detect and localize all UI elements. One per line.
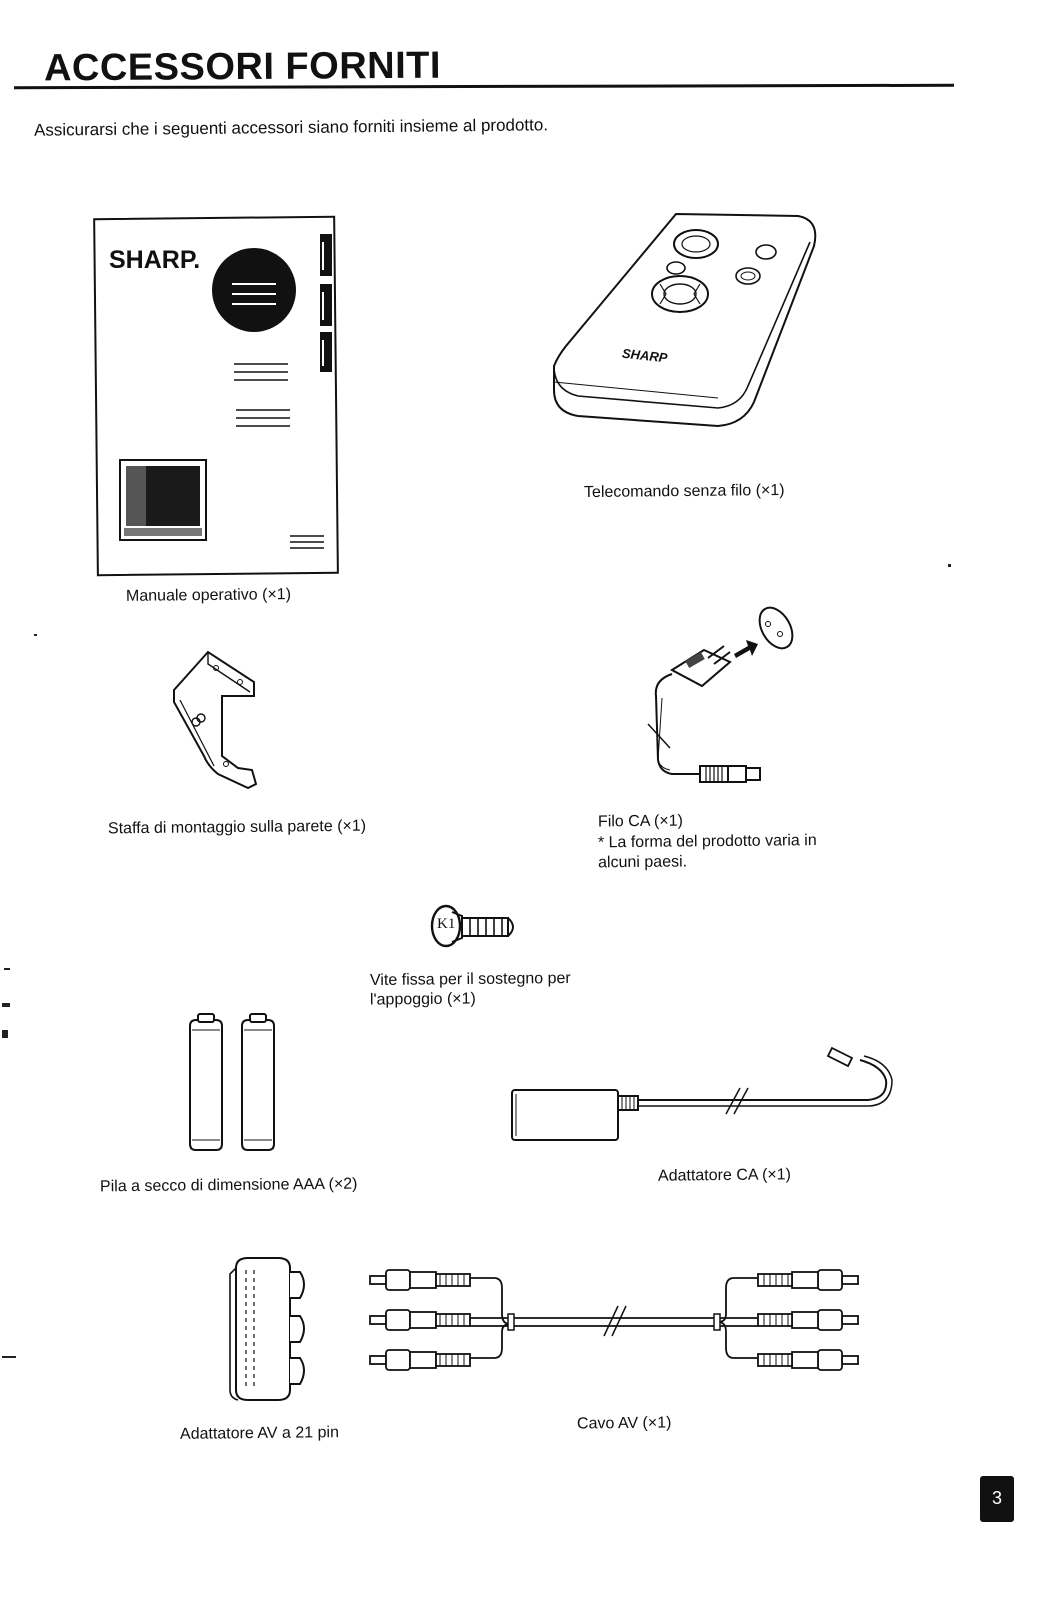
page-number: 3 <box>980 1476 1014 1522</box>
battery-illustration <box>186 1012 282 1154</box>
scan-mark <box>2 1030 8 1038</box>
ac-cord-note: * La forma del prodotto varia in alcuni … <box>597 832 817 872</box>
screw-illustration: K1 <box>428 904 520 950</box>
caption-av21: Adattatore AV a 21 pin <box>179 1424 340 1443</box>
caption-remote: Telecomando senza filo (×1) <box>583 481 785 502</box>
scan-mark <box>2 1003 10 1007</box>
manual-illustration <box>93 214 340 580</box>
scan-mark <box>4 968 10 970</box>
caption-bracket: Staffa di montaggio sulla parete (×1) <box>107 817 367 838</box>
adapter-illustration <box>508 1044 893 1144</box>
intro-text: Assicurarsi che i seguenti accessori sia… <box>33 115 549 140</box>
av-cable-illustration <box>368 1262 862 1380</box>
scan-mark <box>948 564 951 567</box>
caption-manual: Manuale operativo (×1) <box>125 586 292 605</box>
remote-illustration <box>548 206 828 446</box>
caption-adapter: Adattatore CA (×1) <box>657 1166 792 1185</box>
manual-cover-brand: SHARP. <box>109 246 201 274</box>
bracket-illustration <box>168 646 272 796</box>
caption-screw-line2: l'appoggio (×1) <box>369 990 476 1009</box>
scan-mark <box>2 1356 16 1358</box>
caption-av-cable: Cavo AV (×1) <box>576 1414 672 1433</box>
av21-illustration <box>228 1254 312 1404</box>
caption-screw-line1: Vite fissa per il sostegno per <box>369 969 571 990</box>
scan-mark <box>34 634 37 636</box>
ac-cord-illustration <box>647 600 798 790</box>
screw-mark: K1 <box>437 916 456 932</box>
caption-battery: Pila a secco di dimensione AAA (×2) <box>99 1175 358 1196</box>
caption-ac-cord: Filo CA (×1) <box>597 812 684 831</box>
page-title: ACCESSORI FORNITI <box>43 44 442 90</box>
